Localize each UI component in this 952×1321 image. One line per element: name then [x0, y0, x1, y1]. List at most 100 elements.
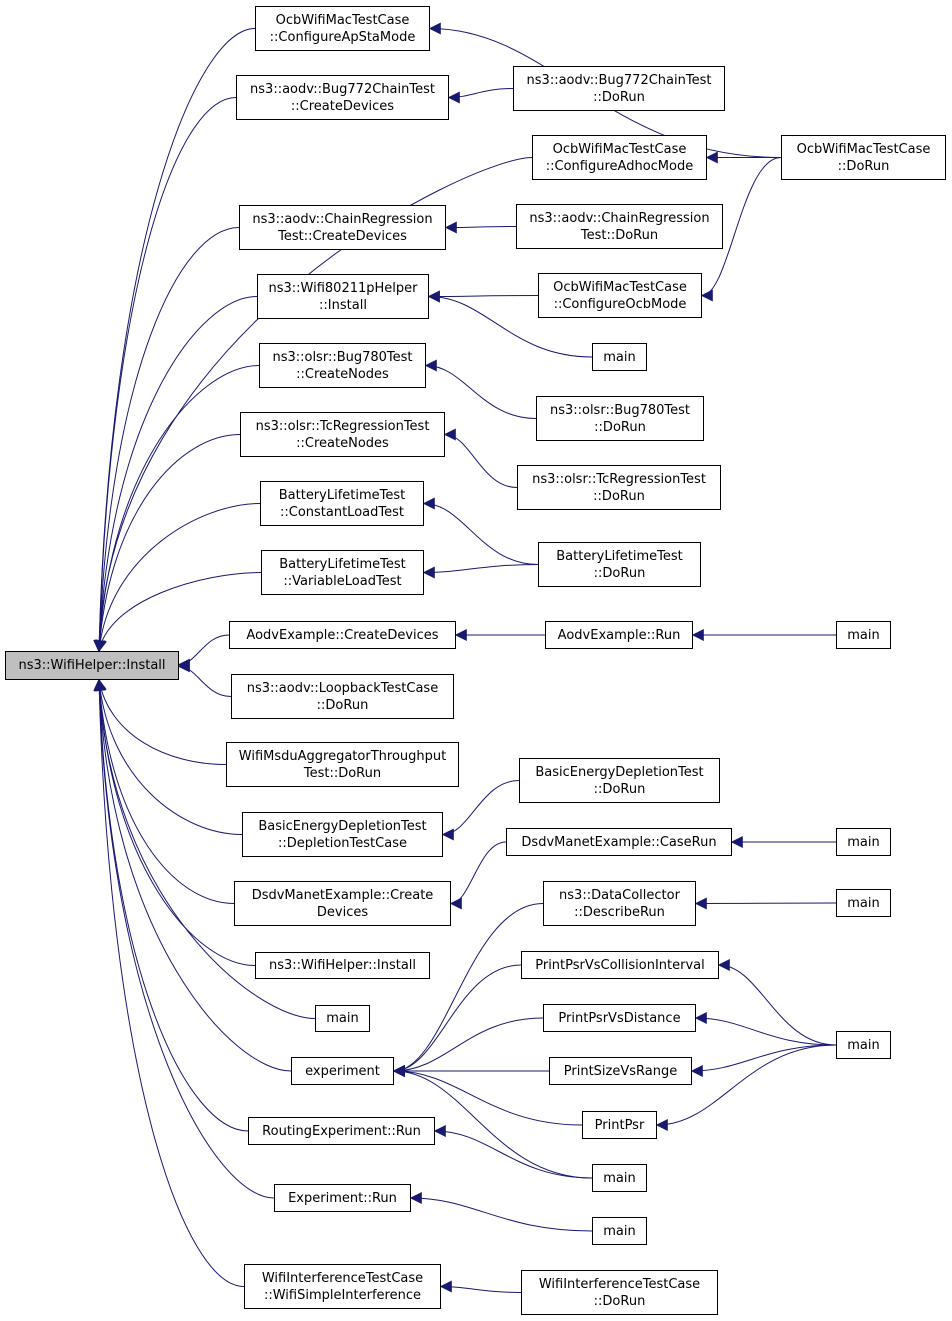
node-label-line: ns3::olsr::Bug780Test	[272, 349, 413, 365]
call-edge-n9-to-n0	[177, 634, 230, 671]
node-label-line: Test::DoRun	[580, 227, 659, 243]
node-label-line: ns3::olsr::TcRegressionTest	[255, 418, 430, 434]
call-edge-n43-to-n33	[694, 1012, 837, 1046]
node-label-line: ns3::aodv::Bug772ChainTest	[250, 81, 435, 97]
node-label-line: main	[847, 627, 880, 643]
call-edge-n43-to-n35	[655, 1044, 837, 1131]
call-edge-n16-to-n0	[93, 678, 292, 1072]
graph-node-ns3-olsr-tcregressiontest-createnodes[interactable]: ns3::olsr::TcRegressionTest::CreateNodes	[240, 412, 445, 457]
graph-node-printsizevsrange[interactable]: PrintSizeVsRange	[549, 1057, 692, 1085]
graph-node-ns3-olsr-bug780test-dorun[interactable]: ns3::olsr::Bug780Test::DoRun	[536, 396, 704, 441]
node-label-line: ::DoRun	[316, 697, 369, 713]
call-edge-n36-to-n17	[433, 1125, 593, 1179]
node-label-line: PrintPsrVsCollisionInterval	[535, 957, 705, 973]
node-label-line: ::VariableLoadTest	[283, 573, 402, 589]
graph-node-ns3-datacollector-describerun[interactable]: ns3::DataCollector::DescribeRun	[543, 881, 696, 926]
node-label-line: ::DoRun	[593, 89, 645, 105]
graph-node-ns3-wifi80211phelper-install[interactable]: ns3::Wifi80211pHelper::Install	[257, 274, 429, 319]
node-label-line: BasicEnergyDepletionTest	[535, 764, 704, 780]
node-label-line: OcbWifiMacTestCase	[552, 141, 687, 157]
node-label-line: ns3::aodv::ChainRegression	[252, 211, 433, 227]
node-label-line: BatteryLifetimeTest	[556, 548, 683, 564]
call-edge-n11-to-n0	[95, 678, 227, 765]
call-edge-n36-to-n16	[392, 1065, 593, 1179]
graph-node-wifiinterferencetestcase-dorun[interactable]: WifiInterferenceTestCase::DoRun	[521, 1270, 718, 1315]
call-edge-n20-to-n2	[447, 88, 514, 104]
graph-node-basicenergydepletiontest-depletiontestcase[interactable]: BasicEnergyDepletionTest::DepletionTestC…	[242, 812, 443, 857]
node-label-line: BatteryLifetimeTest	[279, 556, 406, 572]
node-label-line: ns3::olsr::Bug780Test	[549, 402, 691, 418]
call-edge-n1-to-n0	[93, 28, 256, 653]
graph-node-batterylifetimetest-constantloadtest[interactable]: BatteryLifetimeTest::ConstantLoadTest	[260, 481, 424, 526]
graph-node-main[interactable]: main	[592, 1217, 647, 1245]
node-label-line: main	[603, 1223, 636, 1239]
graph-node-main[interactable]: main	[315, 1005, 370, 1032]
graph-node-main[interactable]: main	[836, 1031, 891, 1059]
graph-node-ocbwifimactestcase-configureadhocmode[interactable]: OcbWifiMacTestCase::ConfigureAdhocMode	[532, 135, 707, 180]
node-label-line: ::DepletionTestCase	[278, 835, 407, 851]
node-label-line: Test::DoRun	[303, 765, 382, 781]
graph-node-ns3-wifihelper-install[interactable]: ns3::WifiHelper::Install	[255, 952, 430, 979]
graph-node-ns3-olsr-bug780test-createnodes[interactable]: ns3::olsr::Bug780Test::CreateNodes	[259, 343, 426, 388]
graph-node-printpsr[interactable]: PrintPsr	[582, 1111, 657, 1139]
graph-node-dsdvmanetexample-caserun[interactable]: DsdvManetExample::CaseRun	[506, 828, 732, 856]
graph-node-main[interactable]: main	[836, 889, 891, 917]
node-label-line: OcbWifiMacTestCase	[275, 12, 410, 28]
graph-node-ns3-aodv-bug772chaintest-dorun[interactable]: ns3::aodv::Bug772ChainTest::DoRun	[513, 66, 725, 111]
graph-node-routingexperiment-run[interactable]: RoutingExperiment::Run	[248, 1117, 435, 1145]
node-label-line: PrintPsrVsDistance	[558, 1010, 681, 1026]
graph-node-main[interactable]: main	[836, 621, 891, 649]
graph-node-aodvexample-createdevices[interactable]: AodvExample::CreateDevices	[229, 621, 456, 649]
graph-node-printpsrvsdistance[interactable]: PrintPsrVsDistance	[543, 1004, 696, 1032]
call-edge-n27-to-n8	[422, 564, 539, 579]
graph-node-experiment[interactable]: experiment	[291, 1057, 394, 1085]
node-label-line: ::CreateDevices	[290, 98, 395, 114]
call-edge-n14-to-n0	[93, 678, 256, 966]
node-label-line: ::DoRun	[837, 158, 890, 174]
node-label-line: ::DoRun	[594, 419, 646, 435]
call-edge-n25-to-n5	[424, 359, 537, 419]
graph-node-ns3-olsr-tcregressiontest-dorun[interactable]: ns3::olsr::TcRegressionTest::DoRun	[517, 465, 721, 510]
node-label-line: ::ConfigureAdhocMode	[545, 158, 694, 174]
call-edge-n23-to-n4	[427, 290, 539, 303]
call-edge-n15-to-n0	[93, 678, 316, 1019]
call-edge-n5-to-n0	[93, 365, 260, 653]
call-edge-n39-to-n23	[700, 157, 782, 302]
call-edge-n8-to-n0	[95, 572, 262, 653]
node-label-line: ::DoRun	[593, 781, 646, 797]
graph-node-experiment-run[interactable]: Experiment::Run	[274, 1184, 411, 1212]
node-label-line: ns3::aodv::ChainRegression	[529, 210, 710, 226]
node-label-line: WifiInterferenceTestCase	[538, 1276, 701, 1292]
graph-node-printpsrvscollisioninterval[interactable]: PrintPsrVsCollisionInterval	[521, 951, 719, 979]
graph-node-basicenergydepletiontest-dorun[interactable]: BasicEnergyDepletionTest::DoRun	[519, 758, 720, 803]
graph-node-batterylifetimetest-variableloadtest[interactable]: BatteryLifetimeTest::VariableLoadTest	[261, 550, 424, 595]
graph-node-ocbwifimactestcase-configureapstamode[interactable]: OcbWifiMacTestCase::ConfigureApStaMode	[255, 6, 430, 51]
call-edge-n30-to-n13	[449, 841, 507, 910]
graph-node-main[interactable]: main	[592, 1164, 647, 1192]
graph-node-aodvexample-run[interactable]: AodvExample::Run	[545, 621, 693, 649]
call-edge-n26-to-n6	[443, 428, 518, 488]
node-label-line: main	[847, 1037, 880, 1053]
node-label-line: Experiment::Run	[288, 1190, 397, 1206]
graph-node-wifiinterferencetestcase-wifisimpleinterference[interactable]: WifiInterferenceTestCase::WifiSimpleInte…	[244, 1264, 441, 1309]
call-edge-n42-to-n31	[694, 897, 837, 910]
graph-node-ns3-aodv-loopbacktestcase-dorun[interactable]: ns3::aodv::LoopbackTestCase::DoRun	[231, 674, 454, 719]
node-label-line: main	[326, 1011, 359, 1026]
node-label-line: ::CreateNodes	[296, 366, 389, 382]
graph-node-ns3-wifihelper-install[interactable]: ns3::WifiHelper::Install	[5, 651, 179, 680]
graph-node-ns3-aodv-bug772chaintest-createdevices[interactable]: ns3::aodv::Bug772ChainTest::CreateDevice…	[236, 75, 449, 120]
node-label-line: ::DescribeRun	[574, 904, 665, 920]
graph-node-ocbwifimactestcase-dorun[interactable]: OcbWifiMacTestCase::DoRun	[781, 135, 946, 180]
node-label-line: ::WifiSimpleInterference	[263, 1287, 422, 1303]
graph-node-ocbwifimactestcase-configureocbmode[interactable]: OcbWifiMacTestCase::ConfigureOcbMode	[538, 273, 702, 318]
graph-node-main[interactable]: main	[592, 343, 647, 371]
graph-node-main[interactable]: main	[836, 828, 891, 856]
graph-node-batterylifetimetest-dorun[interactable]: BatteryLifetimeTest::DoRun	[538, 542, 701, 587]
call-edge-n17-to-n0	[93, 678, 249, 1132]
call-edge-n37-to-n18	[409, 1192, 593, 1232]
